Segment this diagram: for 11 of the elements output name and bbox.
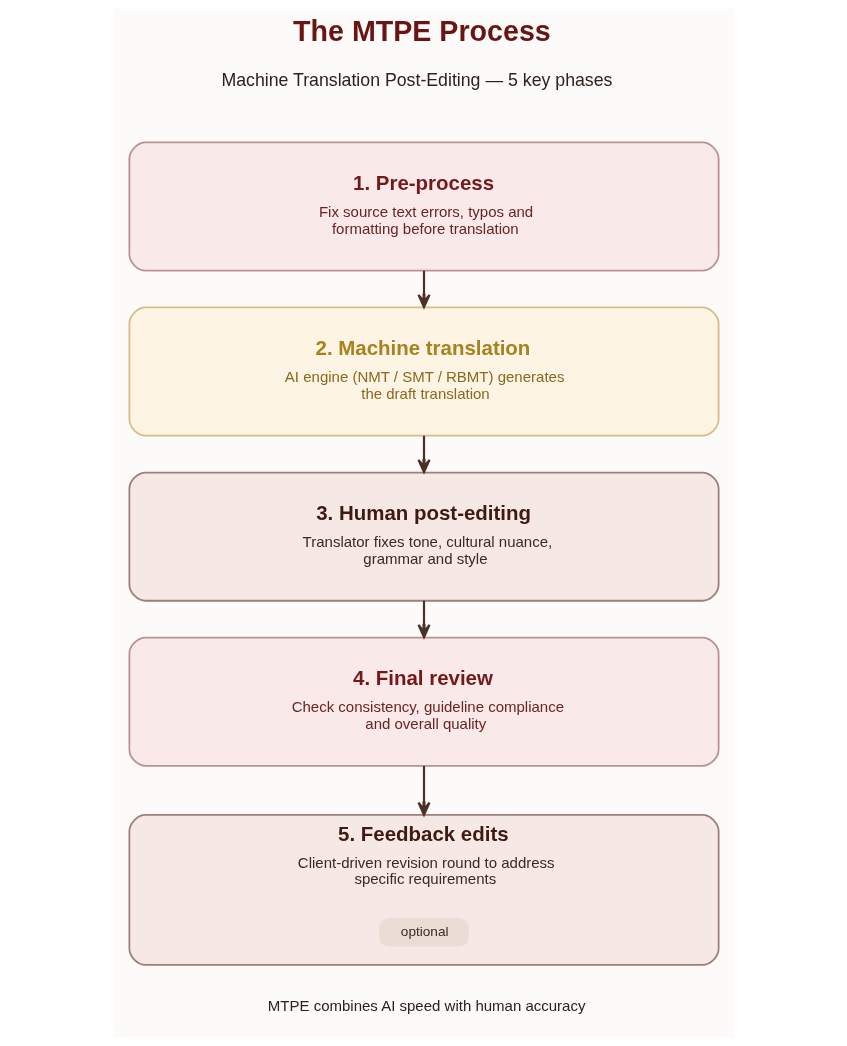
node-box: 3. Human post-editing Translator fixes tone, cultural nuance, grammar and style	[128, 471, 719, 602]
arrow	[416, 435, 431, 474]
diagram-title: The MTPE Process	[292, 15, 551, 48]
node-box: 4. Final review Check consistency, guideline compliance and overall quality	[128, 636, 719, 767]
arrow	[416, 270, 431, 309]
caption: MTPE combines AI speed with human accuracy	[267, 997, 585, 1015]
arrow	[416, 765, 431, 816]
node-box: 1. Pre-process Fix source text errors, typos and formatting before translation	[128, 141, 719, 272]
arrow	[416, 600, 431, 639]
node-box: 2. Machine translation AI engine (NMT / SMT / RBMT) generates the draft translation	[128, 306, 719, 437]
label: Machine Translation Post-Editing — 5 key phases	[220, 69, 612, 90]
